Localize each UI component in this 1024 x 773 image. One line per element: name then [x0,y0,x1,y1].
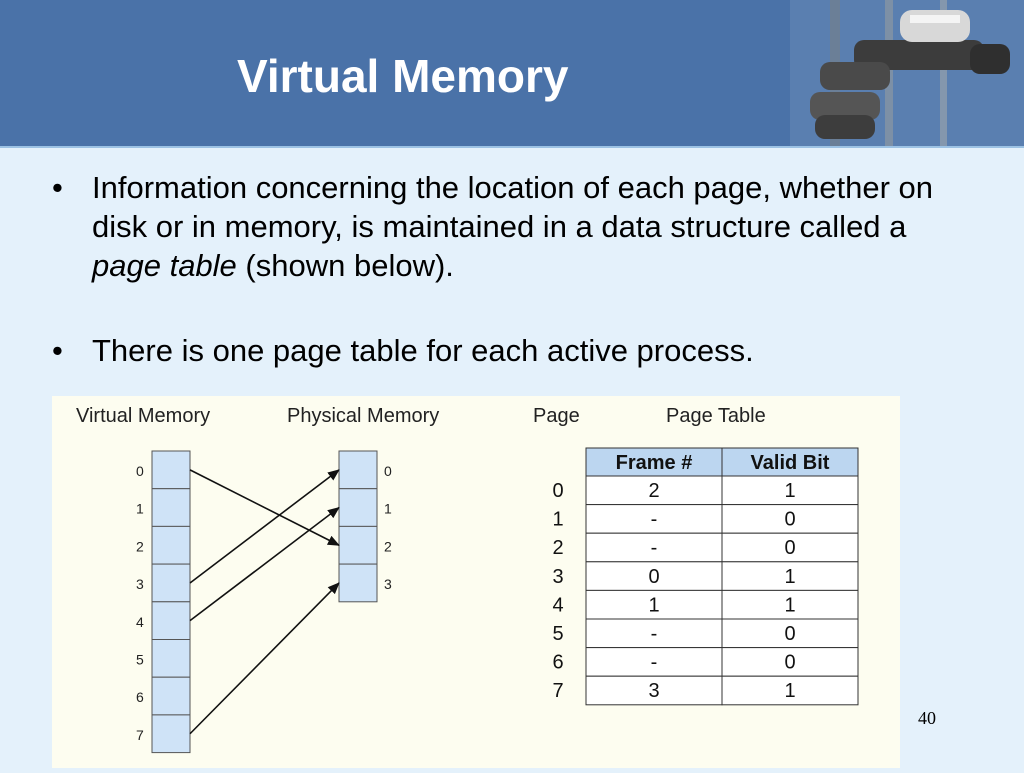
valid-bit-value: 1 [784,594,795,616]
valid-bit-value: 0 [784,509,795,531]
frame-number-value: - [651,509,658,531]
bullet-text-end: (shown below). [236,248,454,283]
slide-header: Virtual Memory [0,0,1024,146]
physical-memory-label: Physical Memory [287,405,439,427]
page-table: Frame # Valid Bit 2 1 0 - 0 1 - 0 2 0 1 3 1 1 4 - 0 5 - 0 6 3 1 7 [552,447,859,706]
frame-number-value: - [651,537,658,559]
virtual-page-index: 0 [136,463,144,479]
physical-memory-cell [338,525,378,565]
frame-number-value: 0 [648,566,659,588]
valid-bit-value: 1 [784,480,795,502]
physical-memory-cell [338,450,378,490]
page-number-label: 1 [552,509,563,531]
physical-frame-index: 2 [384,538,392,554]
frame-number-value: 3 [648,680,659,702]
mapping-arrow [189,582,340,735]
page-number: 40 [918,708,936,728]
table-cell [721,647,859,677]
table-cell [585,475,723,506]
physical-memory-cell [338,488,378,527]
page-label: Page [533,405,580,427]
diagram-canvas: Virtual Memory Physical Memory Page Page… [76,405,859,754]
page-number-label: 5 [552,623,563,645]
bullet-marker: • [52,170,63,205]
virtual-page-index: 5 [136,652,144,668]
page-table-diagram: Virtual Memory Physical Memory Page Page… [52,396,900,768]
frame-number-value: 1 [648,594,659,616]
frame-number-value: 2 [648,480,659,502]
valid-bit-value: 1 [784,566,795,588]
physical-frame-index: 1 [384,501,392,517]
table-cell [585,618,723,649]
page-number-label: 6 [552,652,563,674]
valid-bit-value: 1 [784,680,795,702]
valid-bit-value: 0 [784,652,795,674]
bullet-marker: • [52,333,63,368]
virtual-page-index: 3 [136,576,144,592]
physical-memory-cell [338,563,378,603]
table-cell [721,475,859,506]
valid-bit-value: 0 [784,623,795,645]
table-cell [585,532,723,563]
table-cell [721,675,859,706]
mapping-arrow [189,506,340,622]
page-number-label: 2 [552,537,563,559]
table-cell [585,647,723,677]
bullet-text: There is one page table for each active … [92,333,754,368]
virtual-memory-cell [151,639,191,678]
virtual-page-index: 6 [136,689,144,705]
table-header-cell [585,447,723,477]
decorative-pipes-image [790,0,1024,146]
table-cell [721,561,859,591]
virtual-memory-cell [151,714,191,754]
mapping-arrow [189,469,340,584]
table-header-label: Frame # [616,452,693,474]
virtual-memory-cell [151,676,191,716]
physical-frame-index: 0 [384,463,392,479]
table-cell [585,675,723,706]
bullet-text: Information concerning the location of e… [92,168,972,285]
virtual-page-index: 2 [136,538,144,554]
page-table-label: Page Table [666,405,766,427]
physical-memory-block: 0 1 2 3 [338,450,392,603]
virtual-page-index: 7 [136,727,144,743]
table-cell [721,589,859,620]
mapping-arrow [189,469,340,546]
page-number-label: 7 [552,680,563,702]
mapping-arrows [189,469,340,735]
table-header-label: Valid Bit [751,452,830,474]
virtual-memory-cell [151,525,191,565]
virtual-memory-cell [151,563,191,603]
valid-bit-value: 0 [784,537,795,559]
virtual-memory-cell [151,488,191,527]
table-cell [721,504,859,534]
virtual-memory-cell [151,601,191,641]
slide-title: Virtual Memory [237,50,569,102]
virtual-page-index: 4 [136,614,144,630]
bullet-emphasis: page table [92,248,237,283]
physical-frame-index: 3 [384,576,392,592]
table-cell [585,561,723,591]
frame-number-value: - [651,623,658,645]
page-number-label: 3 [552,566,563,588]
page-number-label: 0 [552,480,563,502]
table-cell [585,589,723,620]
frame-number-value: - [651,652,658,674]
table-header-cell [721,447,859,477]
virtual-memory-label: Virtual Memory [76,405,210,427]
header-divider [0,146,1024,148]
virtual-memory-cell [151,450,191,490]
virtual-page-index: 1 [136,501,144,517]
page-number-label: 4 [552,594,563,616]
virtual-memory-block: 0 1 2 3 4 5 6 7 [136,450,191,754]
bullet-text-start: Information concerning the location of e… [92,170,933,244]
